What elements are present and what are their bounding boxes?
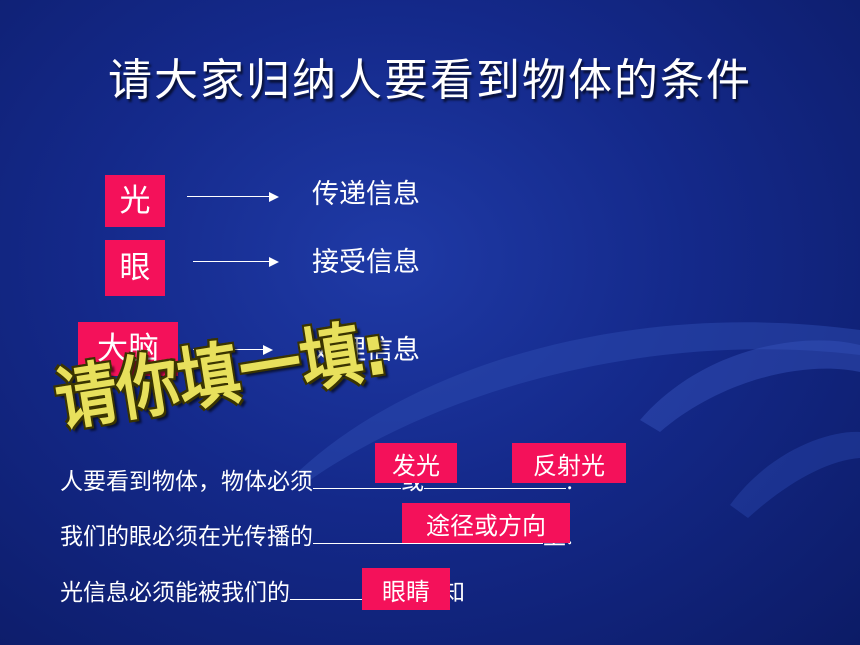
arrow-icon bbox=[187, 190, 279, 204]
answer-emit-light: 发光 bbox=[375, 443, 457, 483]
fill-line-3-prefix: 光信息必须能被我们的 bbox=[60, 580, 290, 606]
answer-reflect-light: 反射光 bbox=[512, 443, 626, 483]
tag-brain: 大脑 bbox=[78, 322, 178, 376]
arrow-icon bbox=[193, 255, 279, 269]
blank-3 bbox=[313, 521, 543, 544]
blank-1 bbox=[313, 466, 401, 489]
fill-line-2-prefix: 我们的眼必须在光传播的 bbox=[60, 524, 313, 550]
arrow-icon bbox=[193, 343, 273, 357]
desc-process: 处理信息 bbox=[312, 335, 420, 366]
answer-path-direction: 途径或方向 bbox=[402, 503, 570, 543]
blank-2 bbox=[424, 466, 566, 489]
slide-title: 请大家归纳人要看到物体的条件 bbox=[108, 55, 752, 106]
fill-line-1-prefix: 人要看到物体，物体必须 bbox=[60, 469, 313, 495]
desc-transmit: 传递信息 bbox=[312, 179, 420, 210]
fill-line-1: 人要看到物体，物体必须或. bbox=[60, 462, 573, 496]
tag-eye: 眼 bbox=[105, 240, 165, 296]
answer-eyes: 眼睛 bbox=[362, 568, 450, 610]
tag-light: 光 bbox=[105, 175, 165, 227]
desc-receive: 接受信息 bbox=[312, 247, 420, 278]
blank-4 bbox=[290, 577, 396, 600]
